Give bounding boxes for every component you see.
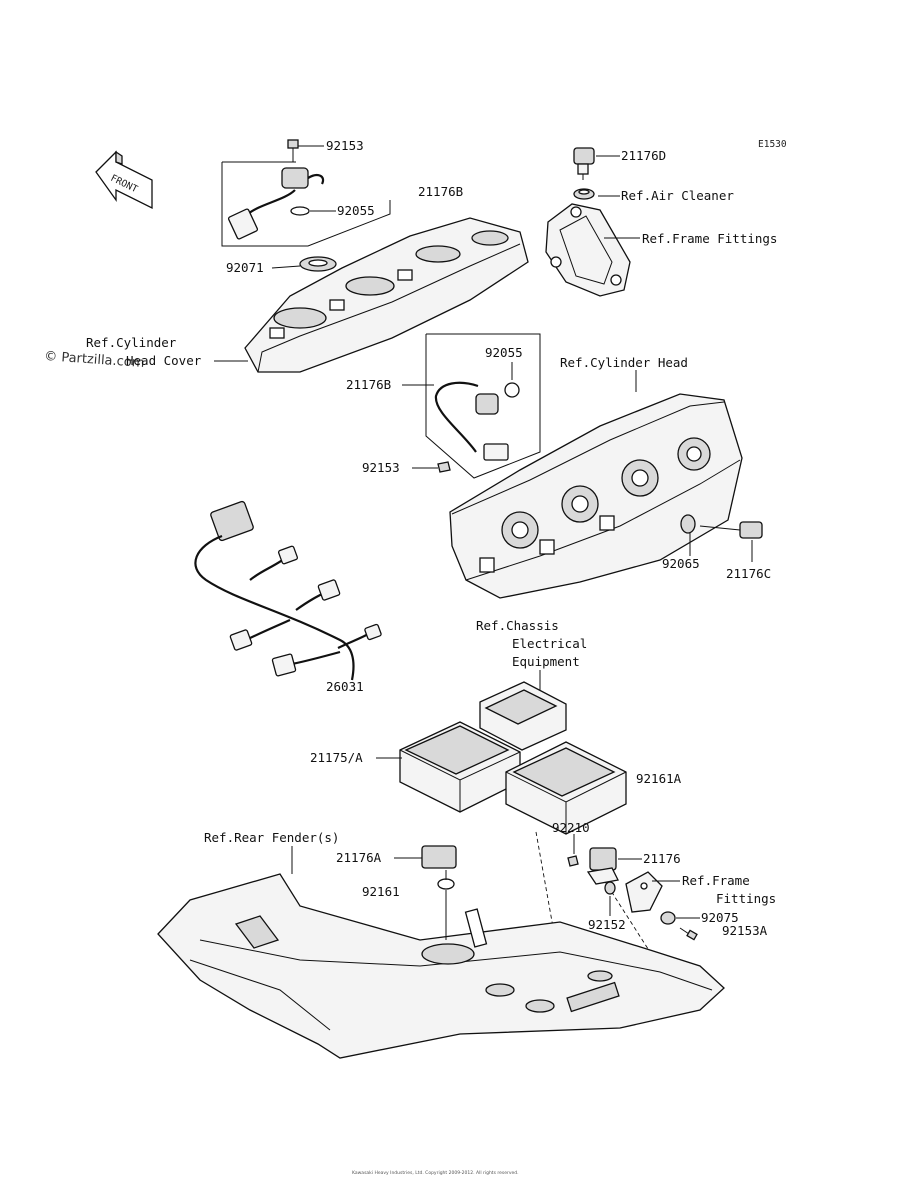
bracket-frame-fittings-low — [625, 871, 663, 913]
collar-92152 — [604, 881, 616, 895]
ref-cylinder-head: Ref.Cylinder Head — [560, 355, 688, 370]
bolt-92153a — [679, 927, 698, 941]
label-92065: 92065 — [662, 556, 700, 571]
label-92055-top: 92055 — [337, 203, 375, 218]
sensor-box-top — [221, 162, 391, 247]
sensor-21176d — [573, 147, 595, 180]
collar-92075 — [660, 911, 676, 925]
footer-copyright: Kawasaki Heavy Industries, Ltd. Copyrigh… — [352, 1170, 519, 1176]
camshaft-sensor-21176b — [227, 167, 325, 240]
washer-92065 — [680, 514, 696, 534]
watermark: © Partzilla.com — [44, 349, 145, 371]
label-92153-mid: 92153 — [362, 460, 400, 475]
label-92055-mid: 92055 — [485, 345, 523, 360]
label-21176: 21176 — [643, 851, 681, 866]
ref-cylinder-head-cover-line1: Ref.Cylinder — [86, 335, 177, 350]
label-21176b-mid: 21176B — [346, 377, 391, 392]
ref-air-cleaner: Ref.Air Cleaner — [621, 188, 734, 203]
sensor-21176a — [421, 845, 457, 890]
label-92153-top: 92153 — [326, 138, 364, 153]
cylinder-head — [449, 393, 743, 599]
oring-92055-top — [290, 206, 310, 216]
front-arrow-icon: FRONT — [95, 150, 153, 210]
label-21176c: 21176C — [726, 566, 771, 581]
ecu-chassis-electrical — [479, 681, 567, 751]
label-92210: 92210 — [552, 820, 590, 835]
camshaft-sensor-21176b-mid — [434, 381, 509, 461]
rear-fender-undertray — [157, 873, 725, 1059]
bolt-92153-mid — [437, 461, 451, 473]
ref-frame-fittings-low-line1: Ref.Frame — [682, 873, 750, 888]
label-92075: 92075 — [701, 910, 739, 925]
ref-chassis-line2: Electrical — [512, 636, 587, 651]
air-cleaner-bracket — [545, 203, 631, 297]
label-21176a: 21176A — [336, 850, 382, 865]
sensor-box-mid — [425, 333, 541, 479]
grommet-air-cleaner — [573, 188, 595, 200]
bolt-92153-top — [287, 139, 299, 162]
label-21175a: 21175/A — [310, 750, 363, 765]
label-92071: 92071 — [226, 260, 264, 275]
sensor-21176c — [699, 521, 763, 539]
wiring-harness-26031 — [194, 500, 382, 681]
label-92152: 92152 — [588, 917, 626, 932]
oring-92055-mid — [504, 382, 520, 398]
ref-frame-fittings-top: Ref.Frame Fittings — [642, 231, 777, 246]
ref-frame-fittings-low-line2: Fittings — [716, 891, 776, 906]
ref-chassis-line1: Ref.Chassis — [476, 618, 559, 633]
label-21176b-top: 21176B — [418, 184, 463, 199]
label-92161a: 92161A — [636, 771, 682, 786]
label-92153a: 92153A — [722, 923, 768, 938]
label-26031: 26031 — [326, 679, 364, 694]
ref-chassis-line3: Equipment — [512, 654, 580, 669]
ref-rear-fender: Ref.Rear Fender(s) — [204, 830, 339, 845]
ref-cylinder-head-cover-line2: Head Cover — [126, 353, 202, 368]
ecu-92161a — [505, 741, 627, 835]
cylinder-head-cover — [244, 217, 529, 373]
sensor-21176 — [586, 847, 619, 885]
diagram-code: E1530 — [758, 139, 787, 150]
bolt-92210 — [567, 855, 579, 867]
label-92161: 92161 — [362, 884, 400, 899]
label-21176d: 21176D — [621, 148, 666, 163]
